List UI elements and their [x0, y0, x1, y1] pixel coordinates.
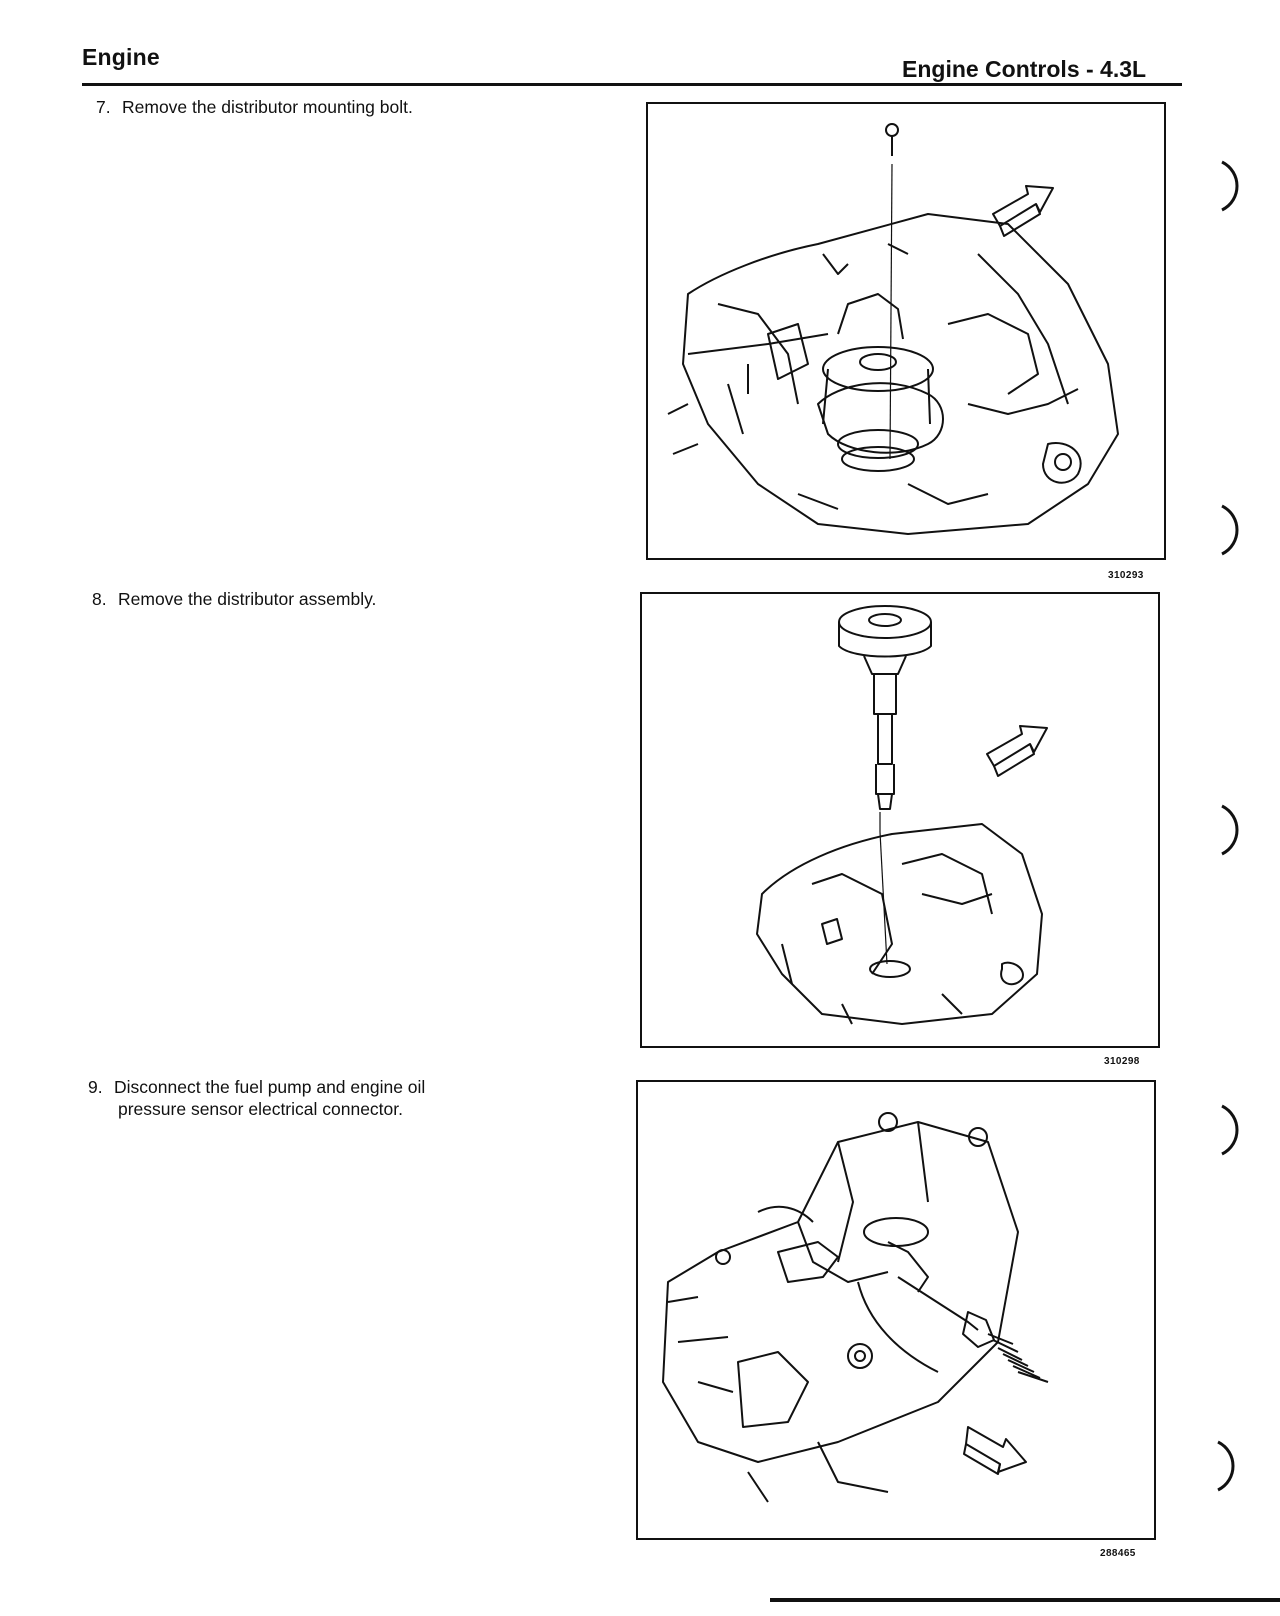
figure-id: 310293 — [1108, 570, 1144, 581]
step-number: 9. — [88, 1077, 103, 1097]
figure-id: 288465 — [1100, 1548, 1136, 1559]
section-title: Engine — [82, 44, 160, 70]
illustration-oil-pressure-connector — [662, 1112, 1049, 1503]
arrow-icon — [986, 725, 1048, 767]
figure-distributor-bolt — [646, 102, 1166, 560]
step-text: Disconnect the fuel pump and engine oil — [114, 1077, 426, 1097]
step-number: 7. — [96, 97, 111, 117]
binder-ring-icon — [1212, 156, 1252, 221]
subsection-title: Engine Controls - 4.3L — [902, 56, 1147, 82]
binder-ring-icon — [1212, 800, 1252, 865]
arrow-icon — [965, 1426, 1027, 1473]
step-text-continued: pressure sensor electrical connector. — [118, 1099, 403, 1119]
binder-ring-icon — [1208, 1436, 1248, 1501]
step-number: 8. — [92, 589, 107, 609]
binder-ring-icon — [1212, 500, 1252, 565]
figure-distributor-assembly — [640, 592, 1160, 1048]
step-text: Remove the distributor mounting bolt. — [122, 97, 413, 117]
step-9: 9. Disconnect the fuel pump and engine oi… — [88, 1076, 425, 1120]
step-text: Remove the distributor assembly. — [118, 589, 377, 609]
illustration-distributor-assembly — [756, 605, 1048, 1025]
figure-oil-pressure-connector — [636, 1080, 1156, 1540]
step-7: 7. Remove the distributor mounting bolt. — [96, 96, 413, 118]
figure-id: 310298 — [1104, 1056, 1140, 1067]
arrow-icon — [992, 185, 1054, 227]
footer-rule — [770, 1598, 1280, 1602]
binder-ring-icon — [1212, 1100, 1252, 1165]
header-rule — [82, 83, 1182, 86]
step-8: 8. Remove the distributor assembly. — [92, 588, 376, 610]
illustration-distributor-bolt — [667, 123, 1119, 535]
